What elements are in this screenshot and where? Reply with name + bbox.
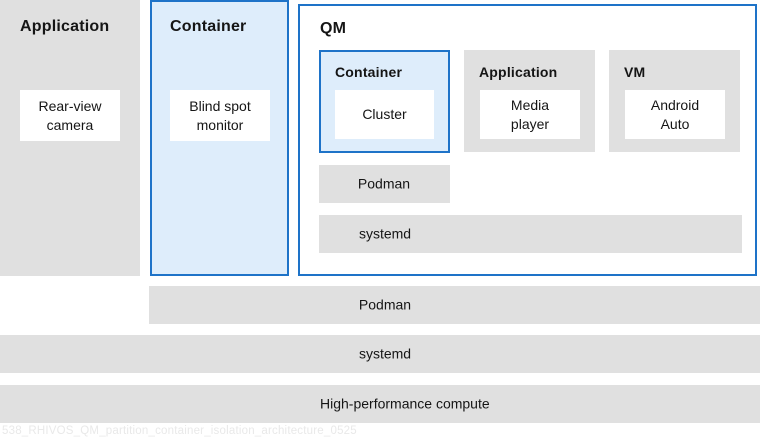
host-systemd-label: systemd: [358, 345, 412, 362]
android-auto-box: Android Auto: [625, 90, 725, 139]
qm-group: QM Container Cluster Application Media p…: [298, 4, 757, 276]
figure-id-watermark: 538_RHIVOS_QM_partition_container_isolat…: [2, 425, 357, 437]
blind-spot-monitor-box: Blind spot monitor: [170, 90, 270, 141]
container-group-title: Container: [170, 18, 247, 35]
qm-vm-group: VM Android Auto: [609, 50, 740, 152]
qm-application-group: Application Media player: [464, 50, 595, 152]
qm-container-title: Container: [335, 64, 403, 80]
qm-vm-title: VM: [624, 64, 646, 80]
high-performance-compute-label: High-performance compute: [320, 395, 490, 412]
media-player-box: Media player: [480, 90, 580, 139]
qm-systemd-label: systemd: [358, 225, 412, 242]
qm-systemd-bar: systemd: [319, 215, 742, 253]
host-systemd-bar: systemd: [0, 335, 760, 373]
qm-podman-bar: Podman: [319, 165, 450, 203]
rear-view-camera-box: Rear-view camera: [20, 90, 120, 141]
qm-group-title: QM: [320, 20, 347, 37]
application-group-title: Application: [20, 18, 110, 35]
host-podman-label: Podman: [358, 296, 412, 313]
qm-application-title: Application: [479, 64, 558, 80]
cluster-box: Cluster: [335, 90, 434, 139]
host-podman-bar: Podman: [149, 286, 760, 324]
container-group: Container Blind spot monitor: [150, 0, 289, 276]
high-performance-compute-bar: High-performance compute: [0, 385, 760, 423]
qm-podman-label: Podman: [357, 175, 411, 192]
qm-container-group: Container Cluster: [319, 50, 450, 153]
application-group: Application Rear-view camera: [0, 0, 140, 276]
